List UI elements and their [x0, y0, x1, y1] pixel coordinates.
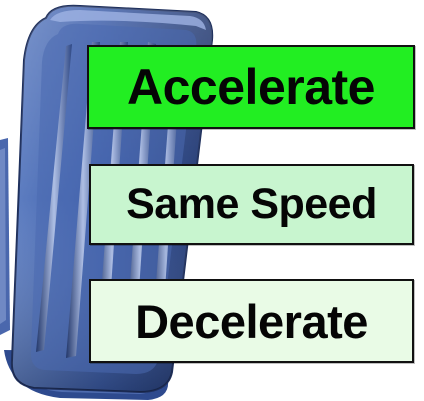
- accelerate-option-button[interactable]: Accelerate: [87, 45, 415, 129]
- decelerate-option-button[interactable]: Decelerate: [89, 279, 414, 363]
- same-speed-option-button[interactable]: Same Speed: [89, 164, 414, 245]
